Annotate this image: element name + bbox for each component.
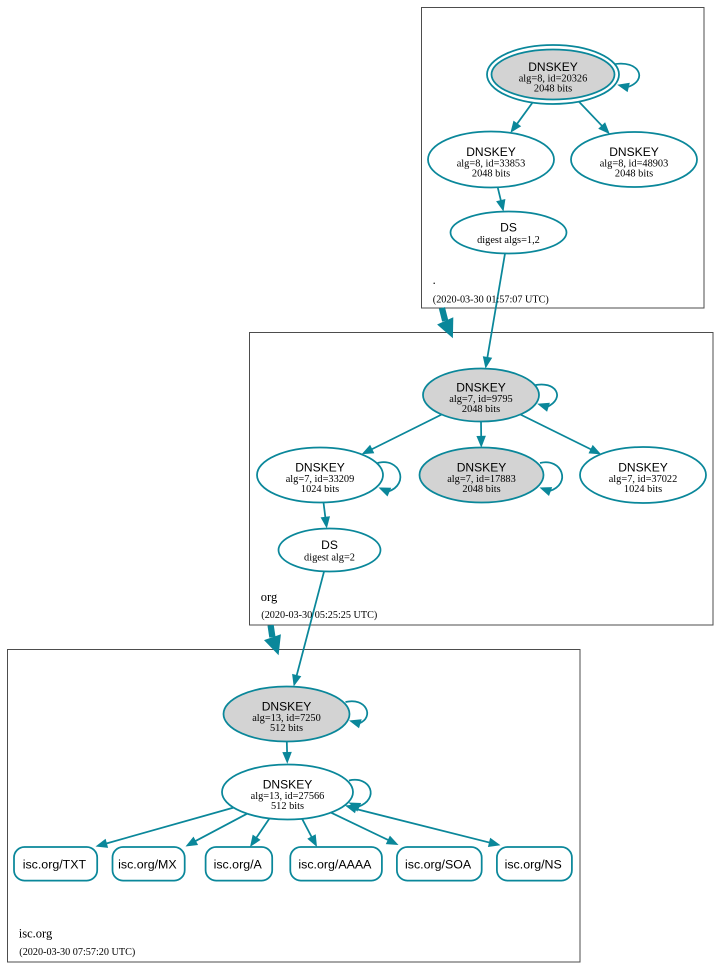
svg-text:alg=7, id=9795: alg=7, id=9795 <box>449 394 512 405</box>
svg-text:alg=13, id=7250: alg=13, id=7250 <box>252 713 321 724</box>
svg-text:digest alg=2: digest alg=2 <box>304 552 355 563</box>
svg-text:isc.org/SOA: isc.org/SOA <box>405 858 472 872</box>
svg-text:DNSKEY: DNSKEY <box>295 461 345 475</box>
svg-text:isc.org/AAAA: isc.org/AAAA <box>298 858 372 872</box>
svg-text:DNSKEY: DNSKEY <box>528 60 578 74</box>
svg-text:alg=7, id=33209: alg=7, id=33209 <box>286 474 355 485</box>
svg-text:isc.org/NS: isc.org/NS <box>505 858 562 872</box>
svg-text:DNSKEY: DNSKEY <box>466 145 516 159</box>
svg-text:isc.org/TXT: isc.org/TXT <box>23 858 87 872</box>
svg-text:1024 bits: 1024 bits <box>301 484 339 495</box>
svg-text:alg=8, id=33853: alg=8, id=33853 <box>457 158 526 169</box>
svg-text:isc.org: isc.org <box>19 926 53 940</box>
svg-text:org: org <box>261 590 278 604</box>
svg-text:alg=7, id=17883: alg=7, id=17883 <box>447 474 516 485</box>
svg-text:DNSKEY: DNSKEY <box>618 461 668 475</box>
svg-text:2048 bits: 2048 bits <box>462 404 500 415</box>
svg-text:512 bits: 512 bits <box>271 801 304 812</box>
svg-text:(2020-03-30 07:57:20 UTC): (2020-03-30 07:57:20 UTC) <box>19 947 135 958</box>
svg-text:2048 bits: 2048 bits <box>462 484 500 495</box>
svg-text:(2020-03-30 01:57:07 UTC): (2020-03-30 01:57:07 UTC) <box>433 295 549 306</box>
svg-text:alg=8, id=48903: alg=8, id=48903 <box>600 158 669 169</box>
svg-text:isc.org/A: isc.org/A <box>214 858 263 872</box>
svg-text:DNSKEY: DNSKEY <box>262 700 312 714</box>
svg-text:.: . <box>433 273 436 287</box>
svg-text:512 bits: 512 bits <box>270 723 303 734</box>
svg-text:digest algs=1,2: digest algs=1,2 <box>477 235 540 246</box>
svg-text:DNSKEY: DNSKEY <box>456 381 506 395</box>
svg-text:DNSKEY: DNSKEY <box>609 145 659 159</box>
svg-text:2048 bits: 2048 bits <box>472 169 510 180</box>
svg-text:isc.org/MX: isc.org/MX <box>118 858 177 872</box>
svg-text:DNSKEY: DNSKEY <box>457 461 507 475</box>
svg-text:alg=13, id=27566: alg=13, id=27566 <box>251 791 325 802</box>
svg-text:alg=7, id=37022: alg=7, id=37022 <box>609 474 678 485</box>
svg-text:1024 bits: 1024 bits <box>624 484 662 495</box>
svg-text:DS: DS <box>500 220 517 234</box>
svg-text:2048 bits: 2048 bits <box>534 84 572 95</box>
svg-text:DS: DS <box>321 538 338 552</box>
svg-text:2048 bits: 2048 bits <box>615 169 653 180</box>
svg-text:alg=8, id=20326: alg=8, id=20326 <box>519 73 588 84</box>
svg-text:DNSKEY: DNSKEY <box>263 778 313 792</box>
svg-text:(2020-03-30 05:25:25 UTC): (2020-03-30 05:25:25 UTC) <box>261 610 377 621</box>
